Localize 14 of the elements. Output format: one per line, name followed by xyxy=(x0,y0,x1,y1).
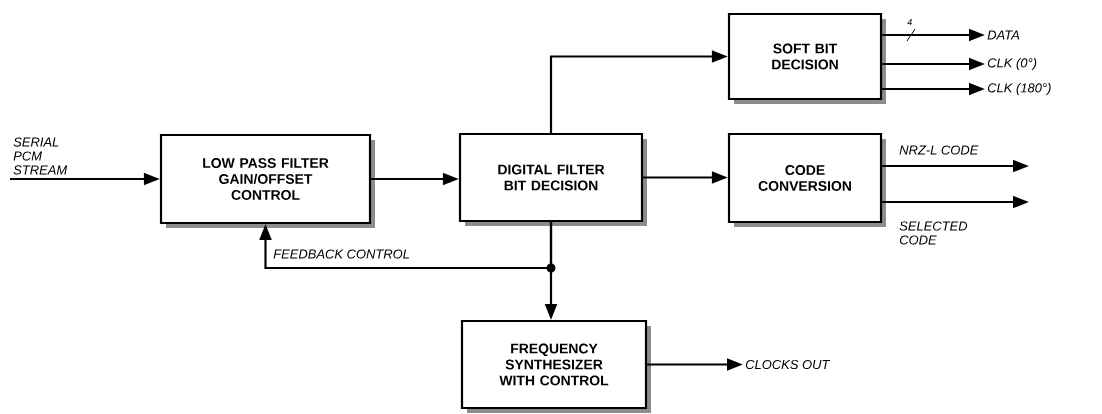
signal-label: CLK (180°) xyxy=(987,82,1051,96)
signal-label: DATA xyxy=(987,30,1020,40)
process-box: SOFT BIT DECISION xyxy=(727,12,886,104)
process-box: FREQUENCY SYNTHESIZER WITH CONTROL xyxy=(460,319,651,413)
edge-label: SELECTED CODE xyxy=(899,221,968,245)
signal-label: CLK (0°) xyxy=(987,57,1037,71)
process-box: DIGITAL FILTER BIT DECISION xyxy=(458,132,647,226)
edge-label: FEEDBACK CONTROL xyxy=(273,249,409,259)
signal-label: CLOCKS OUT xyxy=(745,359,831,370)
edge-label: SERIAL PCM STREAM xyxy=(13,137,68,175)
edge-label: NRZ-L CODE xyxy=(899,145,979,155)
process-box: LOW PASS FILTER GAIN/OFFSET CONTROL xyxy=(159,133,375,228)
edge-label: 4 xyxy=(907,18,912,26)
process-box: CODE CONVERSION xyxy=(727,132,886,227)
